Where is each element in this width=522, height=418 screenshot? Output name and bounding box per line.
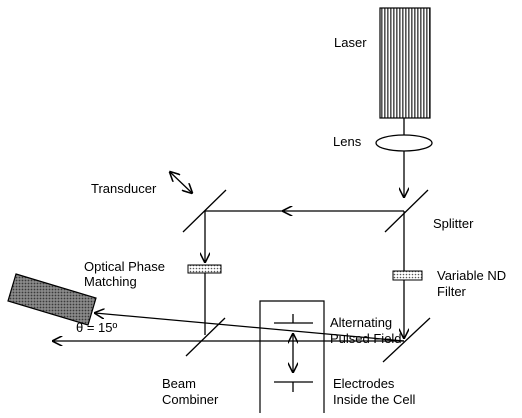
label-transducer: Transducer bbox=[91, 181, 157, 196]
cell-box bbox=[259, 300, 325, 413]
label-inside-cell: Inside the Cell bbox=[333, 392, 415, 407]
detector-icon bbox=[7, 273, 97, 326]
lower-right-mirror bbox=[382, 317, 431, 363]
label-laser: Laser bbox=[334, 35, 367, 50]
laser-icon bbox=[379, 7, 431, 119]
label-filter: Filter bbox=[437, 284, 467, 299]
splitter-mirror bbox=[384, 189, 429, 233]
label-optical-phase: Optical Phase bbox=[84, 259, 165, 274]
label-variable-nd: Variable ND bbox=[437, 268, 506, 283]
nd-filter-element bbox=[392, 270, 423, 281]
label-theta: θ = 15º bbox=[76, 320, 118, 335]
label-matching: Matching bbox=[84, 274, 137, 289]
label-splitter: Splitter bbox=[433, 216, 474, 231]
label-combiner: Combiner bbox=[162, 392, 219, 407]
phase-matching-element bbox=[187, 264, 222, 274]
label-beam: Beam bbox=[162, 376, 196, 391]
transducer-arrow bbox=[170, 172, 192, 193]
beam-angled-output bbox=[95, 313, 405, 342]
label-pulsed-field: Pulsed Field bbox=[330, 331, 402, 346]
label-electrodes: Electrodes bbox=[333, 376, 395, 391]
label-lens: Lens bbox=[333, 134, 362, 149]
lens-icon bbox=[375, 134, 433, 152]
label-alternating: Alternating bbox=[330, 315, 392, 330]
